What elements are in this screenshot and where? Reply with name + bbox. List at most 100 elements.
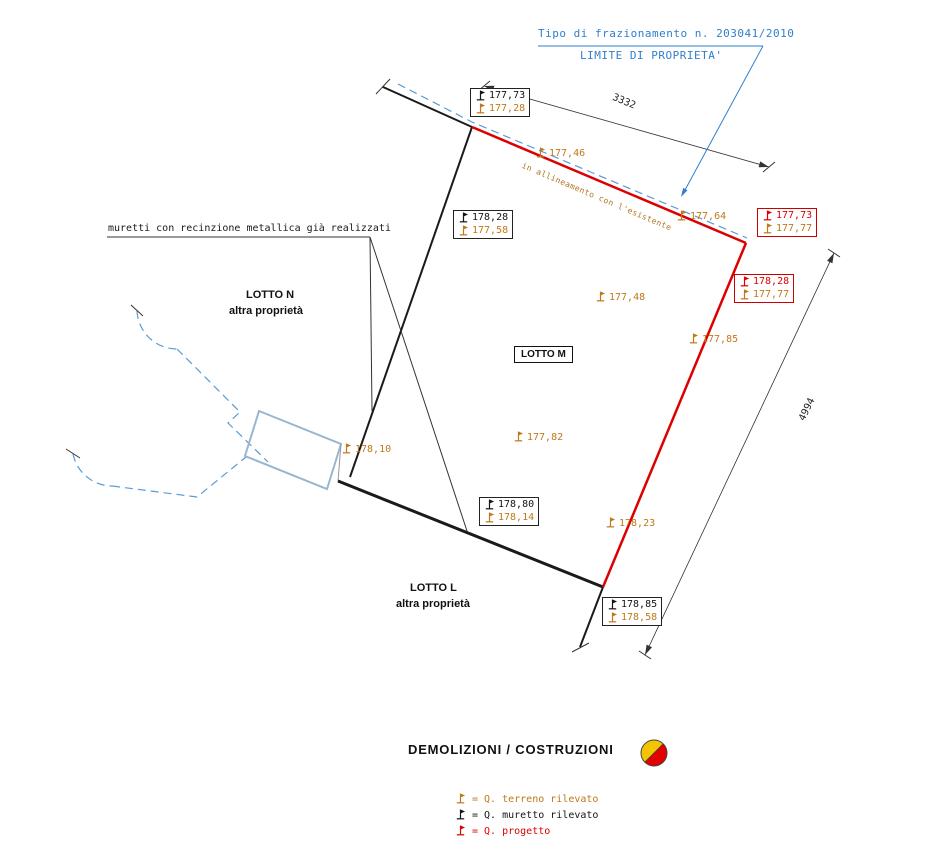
elevation-row: 178,28 (739, 276, 789, 288)
elevation-value: 178,80 (498, 499, 535, 510)
elevation-row: 177,77 (739, 289, 789, 301)
legend-label: = Q. terreno rilevato (472, 793, 599, 805)
wall-left-boundary (349, 126, 473, 478)
benchmark-terreno-icon (485, 512, 495, 523)
demolizioni-costruzioni-icon (640, 739, 668, 767)
benchmark-terreno-icon (677, 210, 687, 221)
benchmark-terreno-icon (689, 333, 699, 344)
project-boundary-top (471, 125, 747, 245)
benchmark-progetto-icon (740, 276, 750, 287)
benchmark-muretto-icon (485, 499, 495, 510)
dimension-tick (827, 248, 841, 258)
benchmark-muretto-icon (459, 212, 469, 223)
limite-callout-leader (684, 45, 764, 191)
muretti-leader-2 (369, 236, 468, 532)
dimension-line-right (644, 252, 835, 656)
benchmark-muretto-icon (476, 90, 486, 101)
elevation-value: 177,73 (489, 90, 526, 101)
elevation-row: 178,28 (458, 212, 508, 224)
outline-end-tick-2 (65, 448, 81, 459)
limite-proprieta-label: LIMITE DI PROPRIETA' (580, 49, 723, 62)
dimension-line-top (483, 85, 770, 168)
elevation-box: 177,73 177,77 (757, 208, 818, 237)
wall-end-tick-top (375, 78, 391, 95)
elevation-value: 178,14 (498, 512, 535, 523)
benchmark-terreno-icon (606, 517, 616, 528)
limite-callout-arrow (681, 187, 688, 197)
elevation-row: 177,28 (475, 103, 525, 115)
wall-end-tick-bottom (571, 642, 590, 653)
elevation-value: 178,85 (621, 599, 658, 610)
muretti-leader-1 (369, 236, 373, 412)
terrain-point: 178,23 (605, 517, 655, 529)
lot-n-name: LOTTO N (246, 289, 295, 301)
elevation-value: 177,46 (549, 147, 586, 159)
wall-bottom-boundary (337, 479, 604, 589)
elevation-box: 178,28 177,77 (734, 274, 795, 303)
terrain-point: 177,46 (535, 147, 585, 159)
benchmark-terreno-icon (459, 225, 469, 236)
elevation-row: 177,73 (762, 210, 812, 222)
lot-l-sub: altra proprietà (396, 598, 470, 610)
benchmark-terreno-icon (740, 289, 750, 300)
terrain-point: 177,85 (688, 333, 738, 345)
dimension-tick (638, 650, 652, 660)
elevation-row: 178,85 (607, 599, 657, 611)
legend-item-terreno: = Q. terreno rilevato (455, 793, 598, 805)
elevation-row: 177,77 (762, 223, 812, 235)
building-connector-line (337, 443, 342, 482)
wall-top-left (382, 86, 473, 128)
benchmark-terreno-icon (456, 793, 466, 804)
dimension-arrow (645, 644, 652, 655)
legend-item-progetto: = Q. progetto (455, 825, 550, 837)
terrain-point: 178,10 (341, 443, 391, 455)
legend-item-muretto: = Q. muretto rilevato (455, 809, 598, 821)
dimension-arrow (758, 161, 769, 168)
legend-label: = Q. progetto (472, 825, 551, 837)
lot-l-name: LOTTO L (410, 582, 457, 594)
elevation-row: 178,80 (484, 499, 534, 511)
elevation-value: 178,58 (621, 612, 658, 623)
elevation-box: 178,85 178,58 (602, 597, 663, 626)
elevation-value: 177,77 (753, 289, 790, 300)
terrain-point: 177,82 (513, 431, 563, 443)
outline-end-tick-1 (130, 304, 144, 317)
elevation-value: 178,23 (619, 517, 656, 529)
frazionamento-title: Tipo di frazionamento n. 203041/2010 (538, 27, 795, 40)
elevation-value: 177,58 (472, 225, 509, 236)
dimension-arrow (827, 253, 834, 264)
existing-outline-path-2 (111, 456, 247, 498)
lot-m-name: LOTTO M (514, 346, 573, 363)
elevation-box: 178,28 177,58 (453, 210, 514, 239)
elevation-value: 177,82 (527, 431, 564, 443)
terrain-point: 177,48 (595, 291, 645, 303)
elevation-box: 178,80 178,14 (479, 497, 540, 526)
elevation-value: 178,28 (753, 276, 790, 287)
benchmark-terreno-icon (476, 103, 486, 114)
benchmark-terreno-icon (342, 443, 352, 454)
existing-outline-arc-1 (136, 310, 178, 350)
benchmark-muretto-icon (456, 809, 466, 820)
benchmark-terreno-icon (514, 431, 524, 442)
existing-outline-path-1 (176, 348, 269, 463)
elevation-row: 177,73 (475, 90, 525, 102)
elevation-row: 178,58 (607, 612, 657, 624)
elevation-row: 177,58 (458, 225, 508, 237)
elevation-value: 177,28 (489, 103, 526, 114)
benchmark-terreno-icon (596, 291, 606, 302)
elevation-row: 178,14 (484, 512, 534, 524)
elevation-box: 177,73 177,28 (470, 88, 531, 117)
elevation-value: 178,10 (355, 443, 392, 455)
project-boundary-right (601, 242, 748, 588)
benchmark-progetto-icon (763, 210, 773, 221)
benchmark-terreno-icon (763, 223, 773, 234)
elevation-value: 177,64 (690, 210, 727, 222)
elevation-value: 178,28 (472, 212, 509, 223)
terrain-point: 177,64 (676, 210, 726, 222)
building-footprint (243, 409, 343, 491)
muretti-note: muretti con recinzione metallica già rea… (108, 223, 391, 234)
benchmark-muretto-icon (608, 599, 618, 610)
existing-outline-arc-2 (72, 453, 113, 487)
